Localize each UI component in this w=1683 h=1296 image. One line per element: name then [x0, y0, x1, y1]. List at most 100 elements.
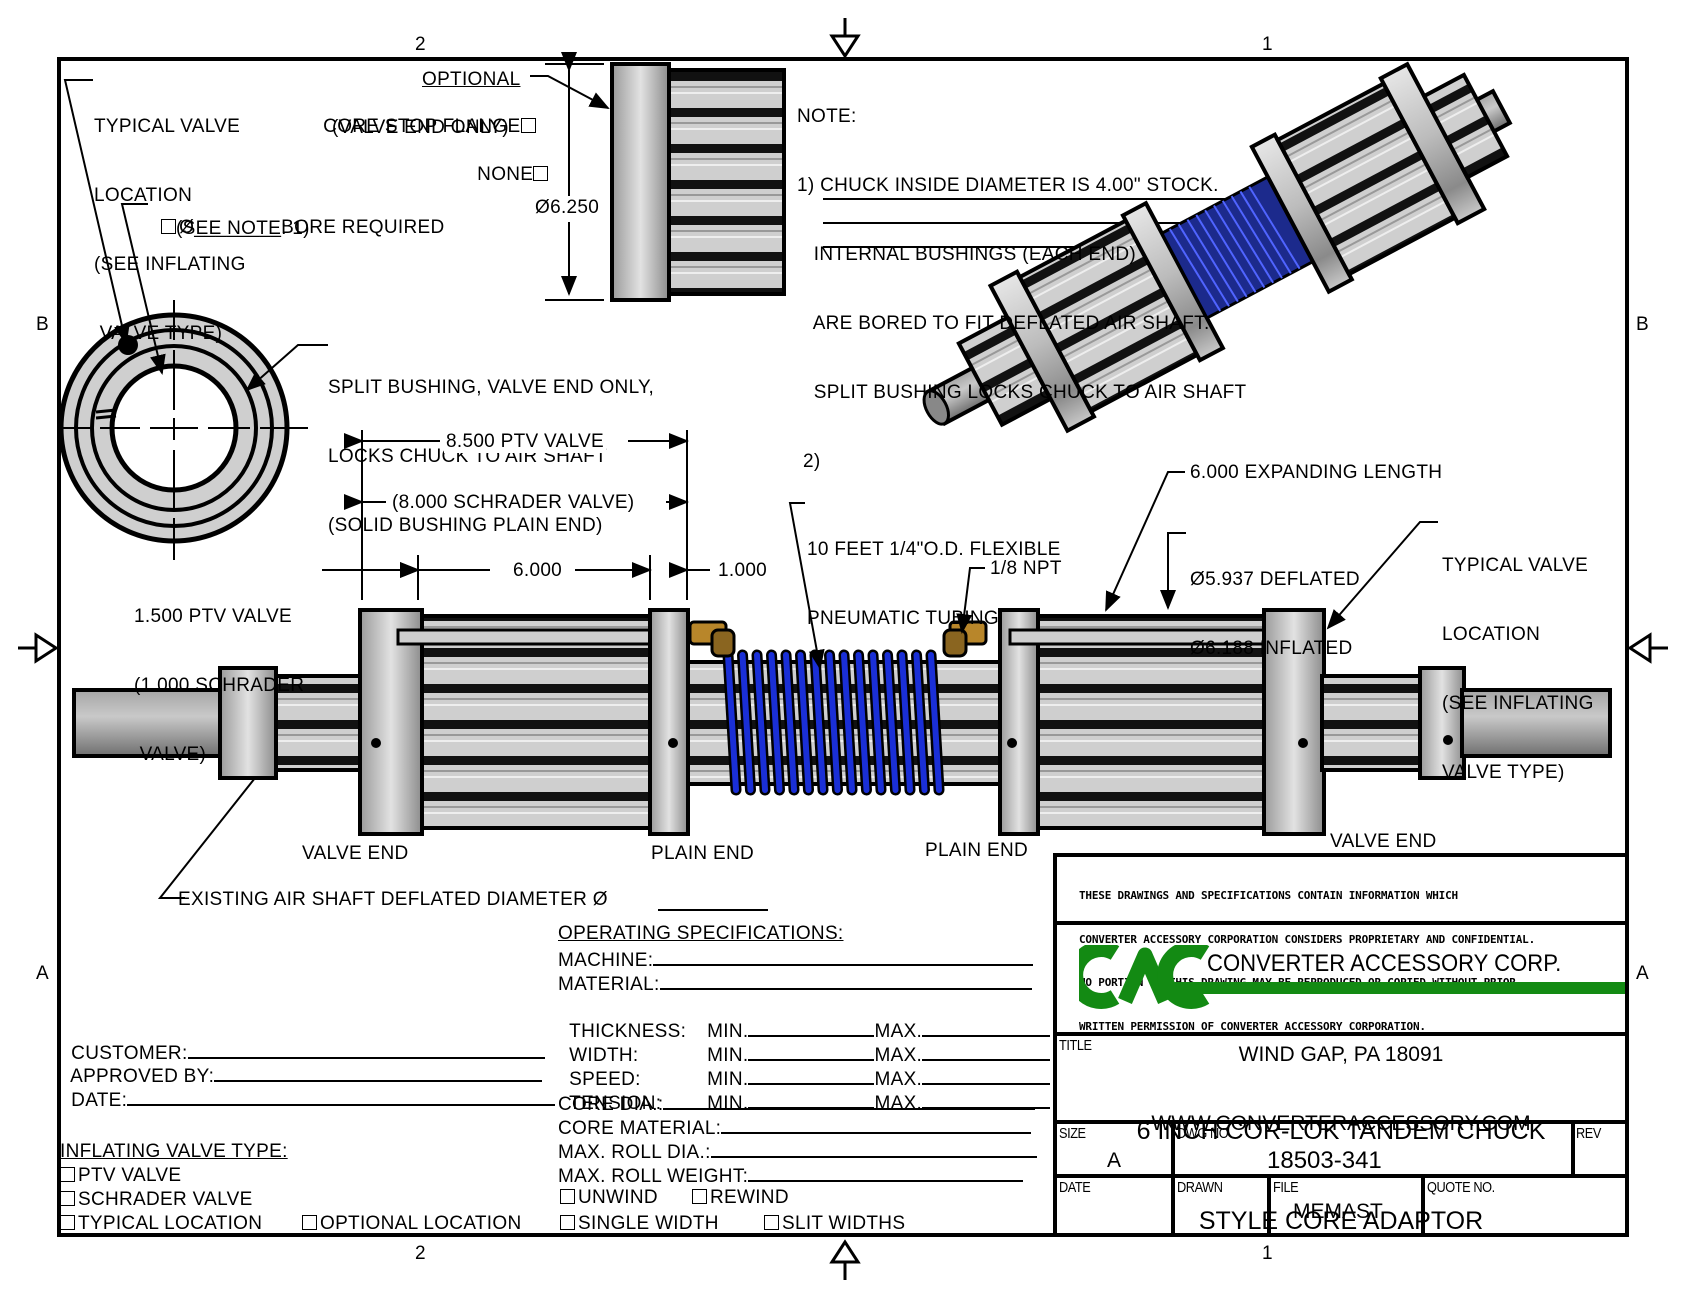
typical-valve-callout-left: TYPICAL VALVE LOCATION (SEE INFLATING VA… [94, 116, 246, 344]
customer-field[interactable]: CUSTOMER: [60, 1016, 545, 1065]
dim-schrader-valve: (8.000 SCHRADER VALVE) [390, 491, 637, 514]
zone-left-b: B [36, 314, 49, 335]
isometric-view [922, 61, 1513, 434]
typical-location-option[interactable]: TYPICAL LOCATION [60, 1212, 262, 1235]
dim-valve-length: 1.500 PTV VALVE (1.000 SCHRADER VALVE) [134, 606, 305, 765]
center-mark-right [1627, 632, 1668, 664]
coil-loop [913, 652, 928, 793]
coil-loop [783, 652, 797, 793]
quote-no-label: QUOTE NO. [1427, 1179, 1495, 1196]
size-label: SIZE [1059, 1125, 1086, 1142]
zone-right-b: B [1636, 314, 1649, 335]
dim-6000: 6.000 [511, 559, 565, 582]
company-name: CONVERTER ACCESSORY CORP. [1207, 950, 1562, 977]
brand-bar [1167, 982, 1625, 994]
coil-loop [884, 652, 899, 793]
note-line: 1) CHUCK INSIDE DIAMETER IS 4.00" STOCK. [797, 175, 1219, 196]
slit-widths-option[interactable]: SLIT WIDTHS [764, 1212, 905, 1235]
zone-top-2: 2 [415, 34, 426, 55]
tubing-callout: 10 FEET 1/4"O.D. FLEXIBLE PNEUMATIC TUBI… [807, 539, 1061, 629]
valve-end-right-label: VALVE END [1330, 831, 1437, 852]
dwg-no-value: 18503-341 [1267, 1147, 1382, 1174]
single-width-option[interactable]: SINGLE WIDTH [560, 1212, 719, 1235]
see-note-label: (SEE NOTE: 1) [176, 218, 310, 239]
title-label: TITLE [1059, 1037, 1092, 1054]
bore-required-checkbox[interactable] [161, 219, 177, 234]
zone-bottom-2: 2 [415, 1243, 426, 1264]
plain-end-left-label: PLAIN END [651, 843, 755, 864]
flange-diameter-label: Ø6.250 [535, 196, 600, 219]
coil-loop [812, 652, 826, 793]
slit-widths-checkbox[interactable] [764, 1215, 779, 1230]
thickness-row[interactable]: THICKNESS:MIN.MAX. [558, 994, 1051, 1043]
optional-header: OPTIONAL [422, 69, 521, 90]
core-stop-flange-checkbox[interactable] [520, 118, 536, 133]
zone-top-1: 1 [1262, 34, 1273, 55]
schrader-valve-option[interactable]: SCHRADER VALVE [60, 1188, 253, 1211]
notes-header: NOTE: [797, 106, 857, 127]
proprietary-disclaimer: THESE DRAWINGS AND SPECIFICATIONS CONTAI… [1079, 889, 1536, 1033]
flange-side-view [530, 52, 786, 302]
zone-bottom-1: 1 [1262, 1243, 1273, 1264]
speed-row[interactable]: SPEED:MIN.MAX. [558, 1042, 1051, 1091]
rewind-checkbox[interactable] [692, 1189, 707, 1204]
date-field[interactable]: DATE: [60, 1063, 556, 1112]
existing-air-shaft-callout: EXISTING AIR SHAFT DEFLATED DIAMETER Ø [178, 889, 608, 910]
machine-field[interactable]: MACHINE: [558, 946, 1034, 972]
ptv-valve-option[interactable]: PTV VALVE [60, 1164, 181, 1187]
unwind-option[interactable]: UNWIND [560, 1186, 658, 1209]
centerlines [60, 300, 308, 560]
zone-left-a: A [36, 963, 49, 984]
expanding-length-callout: 6.000 EXPANDING LENGTH [1190, 462, 1443, 483]
coil-loop [826, 652, 841, 793]
title-block: THESE DRAWINGS AND SPECIFICATIONS CONTAI… [1053, 853, 1629, 1237]
dim-ptv-valve: 8.500 PTV VALVE [444, 430, 606, 453]
center-mark-top [829, 18, 861, 59]
date-label: DATE [1059, 1179, 1091, 1196]
rewind-option[interactable]: REWIND [692, 1186, 789, 1209]
operating-specs-header: OPERATING SPECIFICATIONS: [558, 923, 844, 944]
zone-right-a: A [1636, 963, 1649, 984]
ptv-valve-checkbox[interactable] [60, 1167, 75, 1182]
none-checkbox[interactable] [533, 166, 549, 181]
core-dia-field[interactable]: CORE DIA.: [558, 1090, 1036, 1116]
assembly-front-view [72, 608, 1612, 836]
coil-loop [754, 652, 768, 793]
size-value: A [1107, 1149, 1122, 1172]
file-value: MEMAST [1293, 1200, 1383, 1223]
single-width-checkbox[interactable] [560, 1215, 575, 1230]
valve-end-left-label: VALVE END [302, 843, 409, 864]
note-line: INTERNAL BUSHINGS (EACH END) [797, 244, 1137, 265]
typical-location-checkbox[interactable] [60, 1215, 75, 1230]
drawing-frame [57, 57, 1629, 1237]
drawn-label: DRAWN [1177, 1179, 1223, 1196]
max-roll-weight-field[interactable]: MAX. ROLL WEIGHT: [558, 1162, 1024, 1188]
pneumatic-tubing-coil [722, 649, 945, 796]
approved-by-field[interactable]: APPROVED BY: [60, 1039, 543, 1088]
diameter-callout: Ø5.937 DEFLATED Ø6.188 INFLATED [1190, 569, 1360, 659]
optional-location-checkbox[interactable] [302, 1215, 317, 1230]
unwind-checkbox[interactable] [560, 1189, 575, 1204]
none-option: NONE [466, 140, 551, 186]
bore-required-callout: Ø________BORE REQUIRED [150, 193, 445, 239]
dwg-no-label: DWG NO [1177, 1125, 1229, 1142]
note-line: ARE BORED TO FIT DEFLATED AIR SHAFT. [797, 313, 1210, 334]
coil-loop [841, 652, 855, 793]
optional-location-option[interactable]: OPTIONAL LOCATION [302, 1212, 521, 1235]
dim-1000: 1.000 [718, 560, 768, 581]
core-material-field[interactable]: CORE MATERIAL: [558, 1114, 1032, 1140]
file-label: FILE [1273, 1179, 1299, 1196]
max-roll-dia-field[interactable]: MAX. ROLL DIA.: [558, 1138, 1037, 1164]
material-field[interactable]: MATERIAL: [558, 970, 1032, 996]
note-2-label: 2) [803, 451, 821, 472]
split-bushing-callout: SPLIT BUSHING, VALVE END ONLY, LOCKS CHU… [328, 377, 655, 536]
schrader-valve-checkbox[interactable] [60, 1191, 75, 1206]
coil-loop [797, 652, 812, 793]
inflating-valve-header: INFLATING VALVE TYPE: [60, 1141, 288, 1162]
width-row[interactable]: WIDTH:MIN.MAX. [558, 1018, 1051, 1067]
core-stop-flange-option: CORE STOP FLANGE [312, 92, 539, 138]
rev-label: REV [1576, 1125, 1601, 1142]
npt-callout: 1/8 NPT [990, 558, 1062, 579]
typical-valve-callout-right: TYPICAL VALVE LOCATION (SEE INFLATING VA… [1442, 555, 1594, 783]
